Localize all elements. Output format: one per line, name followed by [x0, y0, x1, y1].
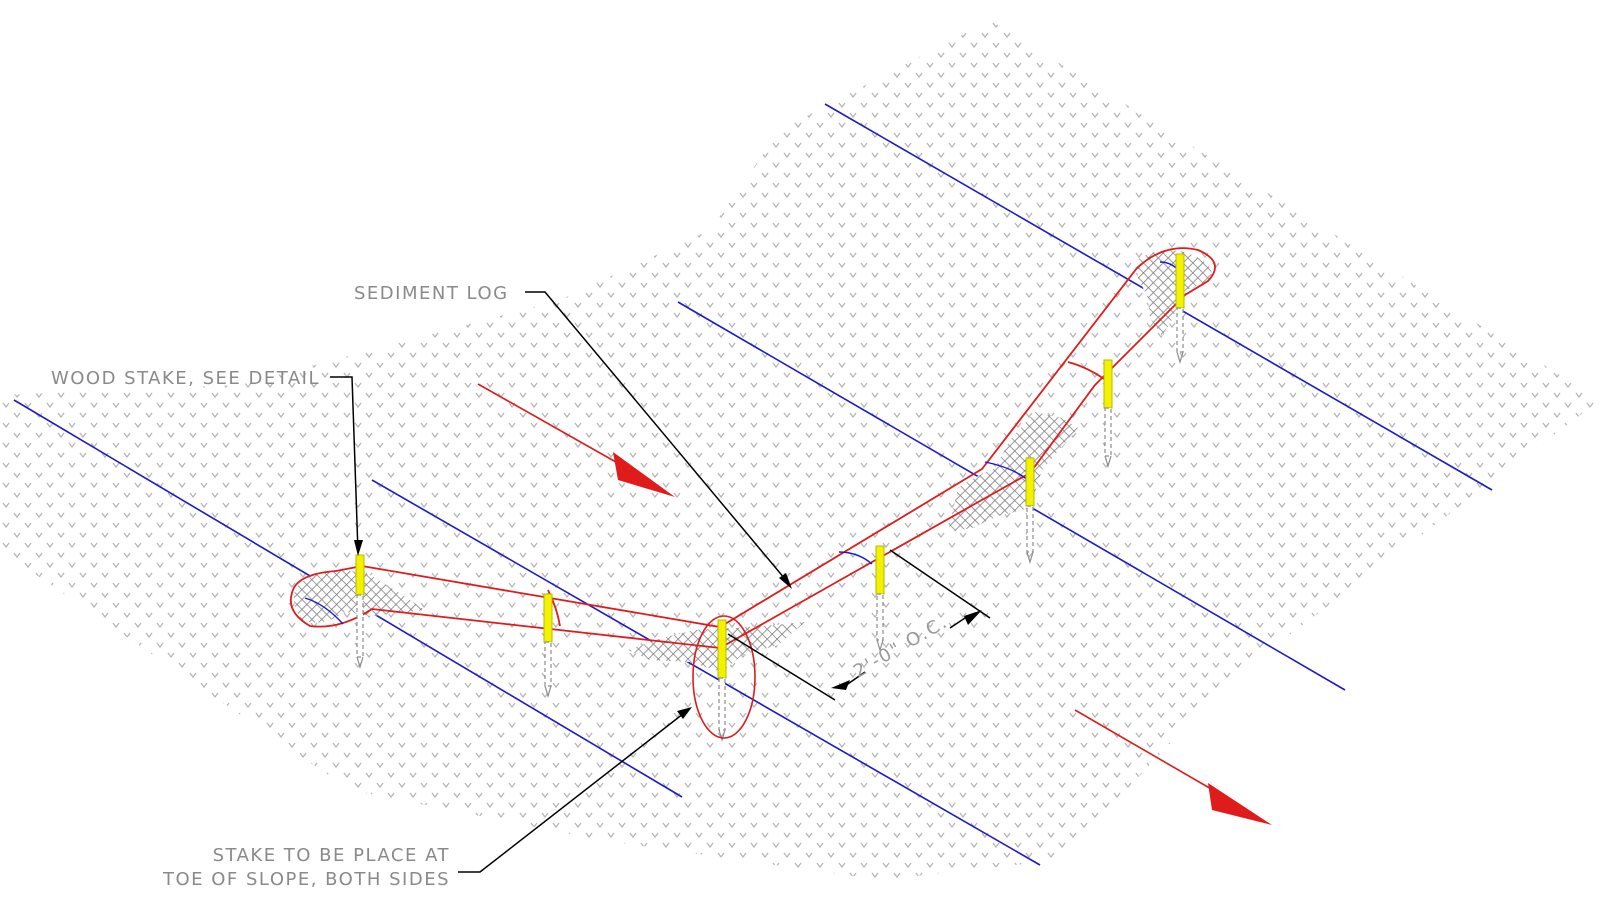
- callout-sediment-log: SEDIMENT LOG: [354, 283, 792, 589]
- wood-stake-icon: [543, 593, 553, 699]
- wood-stakes: [355, 253, 1185, 743]
- wood-stake-icon: [355, 554, 365, 670]
- sediment-log-label: SEDIMENT LOG: [354, 283, 509, 304]
- leader-arrow-icon: [677, 707, 692, 719]
- callout-wood-stake: WOOD STAKE, SEE DETAIL: [51, 368, 363, 556]
- leader-arrow-icon: [964, 610, 982, 625]
- callout-stake-toe: STAKE TO BE PLACE AT TOE OF SLOPE, BOTH …: [162, 707, 692, 890]
- wood-stake-icon: [1175, 253, 1185, 365]
- wood-stake-icon: [1103, 359, 1113, 469]
- leader-arrow-icon: [354, 540, 363, 556]
- flow-arrow-lower: [1074, 709, 1272, 825]
- wood-stake-label: WOOD STAKE, SEE DETAIL: [51, 368, 320, 389]
- wood-stake-icon: [717, 619, 727, 743]
- spacing-dimension: [727, 549, 991, 701]
- leader-arrow-icon: [831, 680, 850, 690]
- detail-circle-icon: [692, 615, 756, 739]
- leader-arrow-icon: [779, 573, 792, 589]
- stake-toe-label-line1: STAKE TO BE PLACE AT: [213, 845, 450, 866]
- flow-arrow-icon: [1208, 783, 1272, 825]
- flow-arrow-icon: [613, 452, 675, 497]
- wood-stake-icon: [1025, 457, 1035, 565]
- wood-stake-icon: [875, 545, 885, 653]
- contour-line: [371, 479, 1041, 866]
- flow-arrow-upper: [477, 383, 675, 497]
- stake-toe-label-line2: TOE OF SLOPE, BOTH SIDES: [162, 869, 450, 890]
